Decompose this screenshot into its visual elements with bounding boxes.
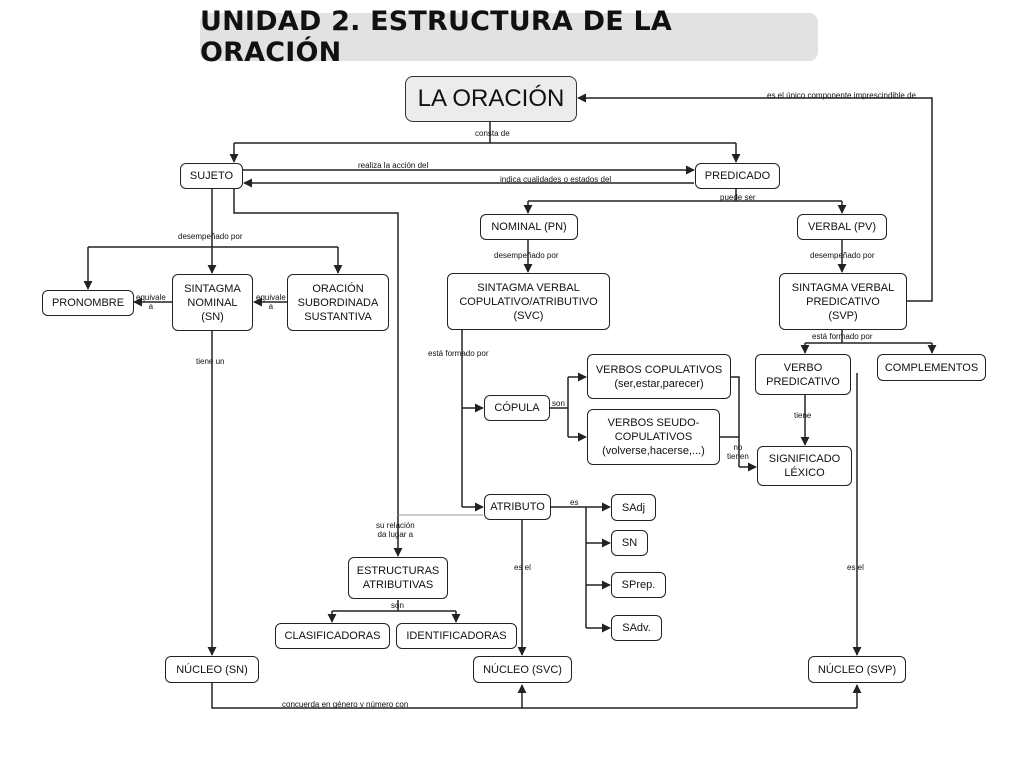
node-complementos: COMPLEMENTOS [877, 354, 986, 381]
label-es-atributo: es [570, 498, 579, 507]
node-predicado: PREDICADO [695, 163, 780, 189]
label-equivale-a-1: equivale a [136, 293, 166, 311]
label-no-tienen: no tienen [727, 443, 749, 461]
label-son-copula: son [552, 399, 565, 408]
label-unico-componente: es el único componente imprescindible de [767, 91, 916, 100]
arrow-svp-to-oracion [577, 93, 933, 302]
node-verbos-copulativos: VERBOS COPULATIVOS (ser,estar,parecer) [587, 354, 731, 399]
node-identificadoras: IDENTIFICADORAS [396, 623, 517, 649]
label-desempenado-pn: desempeñado por [494, 251, 559, 260]
node-nucleo-svc: NÚCLEO (SVC) [473, 656, 572, 683]
node-nucleo-svp: NÚCLEO (SVP) [808, 656, 906, 683]
node-sn: SN [611, 530, 648, 556]
label-desempenado-pv: desempeñado por [810, 251, 875, 260]
label-concuerda: concuerda en género y número con [282, 700, 409, 709]
arrow-sujeto-to-estructuras [233, 189, 403, 557]
node-nominal-pn: NOMINAL (PN) [480, 214, 578, 240]
label-esta-formado-svc: está formado por [428, 349, 489, 358]
node-clasificadoras: CLASIFICADORAS [275, 623, 390, 649]
label-es-el-svp: es el [847, 563, 864, 572]
label-equivale-a-2: equivale a [256, 293, 286, 311]
label-indica-cualidades: indica cualidades o estados del [500, 175, 612, 184]
label-su-relacion: su relación da lugar a [376, 521, 415, 539]
node-sprep: SPrep. [611, 572, 666, 598]
label-realiza-accion: realiza la acción del [358, 161, 429, 170]
node-atributo: ATRIBUTO [484, 494, 551, 520]
label-es-el-svc: es el [514, 563, 531, 572]
node-sintagma-nominal: SINTAGMA NOMINAL (SN) [172, 274, 253, 331]
label-consta-de: consta de [475, 129, 510, 138]
node-verbal-pv: VERBAL (PV) [797, 214, 887, 240]
node-la-oracion: LA ORACIÓN [405, 76, 577, 122]
line-concuerda [211, 683, 857, 709]
node-verbos-seudocopulativos: VERBOS SEUDO- COPULATIVOS (volverse,hace… [587, 409, 720, 465]
node-sujeto: SUJETO [180, 163, 243, 189]
node-verbo-predicativo: VERBO PREDICATIVO [755, 354, 851, 395]
node-estructuras-atributivas: ESTRUCTURAS ATRIBUTIVAS [348, 557, 448, 599]
label-desempenado-sujeto: desempeñado por [178, 232, 243, 241]
label-son-estructuras: son [391, 601, 404, 610]
node-svp: SINTAGMA VERBAL PREDICATIVO (SVP) [779, 273, 907, 330]
node-svc: SINTAGMA VERBAL COPULATIVO/ATRIBUTIVO (S… [447, 273, 610, 330]
label-esta-formado-svp: está formado por [812, 332, 873, 341]
node-oracion-subordinada: ORACIÓN SUBORDINADA SUSTANTIVA [287, 274, 389, 331]
node-sadj: SAdj [611, 494, 656, 521]
title-banner: UNIDAD 2. ESTRUCTURA DE LA ORACIÓN [200, 6, 818, 68]
page-title: UNIDAD 2. ESTRUCTURA DE LA ORACIÓN [200, 6, 672, 68]
label-tiene-un: tiene un [196, 357, 225, 366]
node-significado-lexico: SIGNIFICADO LÉXICO [757, 446, 852, 486]
label-tiene: tiene [794, 411, 812, 420]
node-copula: CÓPULA [484, 395, 550, 421]
node-pronombre: PRONOMBRE [42, 290, 134, 316]
node-nucleo-sn: NÚCLEO (SN) [165, 656, 259, 683]
label-puede-ser: puede ser [720, 193, 756, 202]
node-sadv: SAdv. [611, 615, 662, 641]
